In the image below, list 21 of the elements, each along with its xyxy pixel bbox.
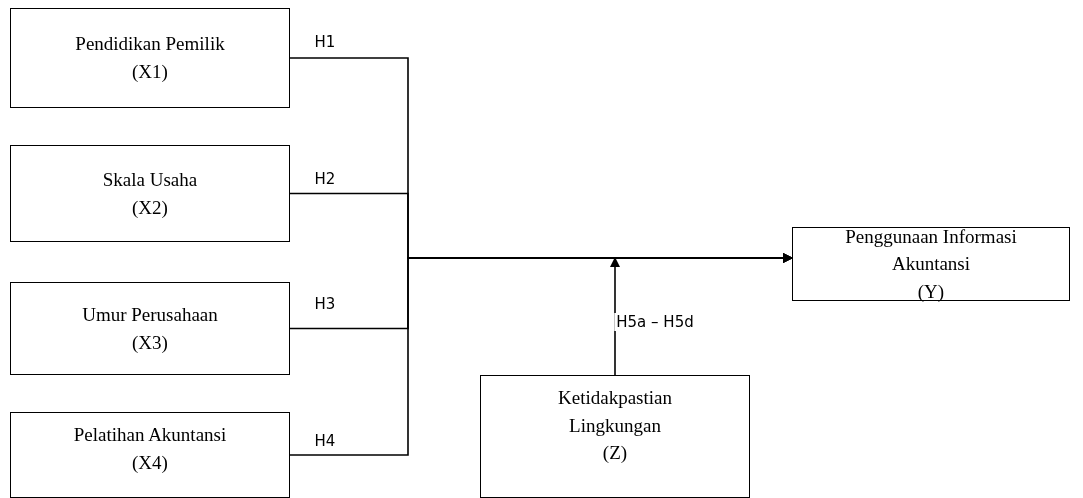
arrow xyxy=(610,257,620,376)
variable-name: Pelatihan Akuntansi xyxy=(73,423,227,447)
variable-name: Skala Usaha xyxy=(102,167,198,192)
variable-box xyxy=(10,145,290,242)
variable-box xyxy=(10,412,290,498)
variable-code: (Y) xyxy=(917,279,945,304)
variable-code: (X2) xyxy=(132,195,168,220)
variable-code: (X4) xyxy=(132,450,168,475)
variable-code: (X3) xyxy=(132,330,168,355)
variable-name: Pendidikan Pemilik xyxy=(75,32,225,57)
variable-box xyxy=(10,282,290,375)
variable-box xyxy=(792,227,1070,301)
arrow xyxy=(289,253,793,456)
edge-label: H5a – H5d xyxy=(614,313,696,331)
variable-code: (Z) xyxy=(602,441,628,466)
variable-name: Penggunaan Informasi Akuntansi xyxy=(844,224,1018,277)
variable-code: (X1) xyxy=(132,60,168,84)
variable-box xyxy=(480,375,750,498)
variable-name: Umur Perusahaan xyxy=(82,302,218,327)
variable-name: Ketidakpastian Lingkungan xyxy=(557,386,673,438)
variable-box xyxy=(10,8,290,108)
